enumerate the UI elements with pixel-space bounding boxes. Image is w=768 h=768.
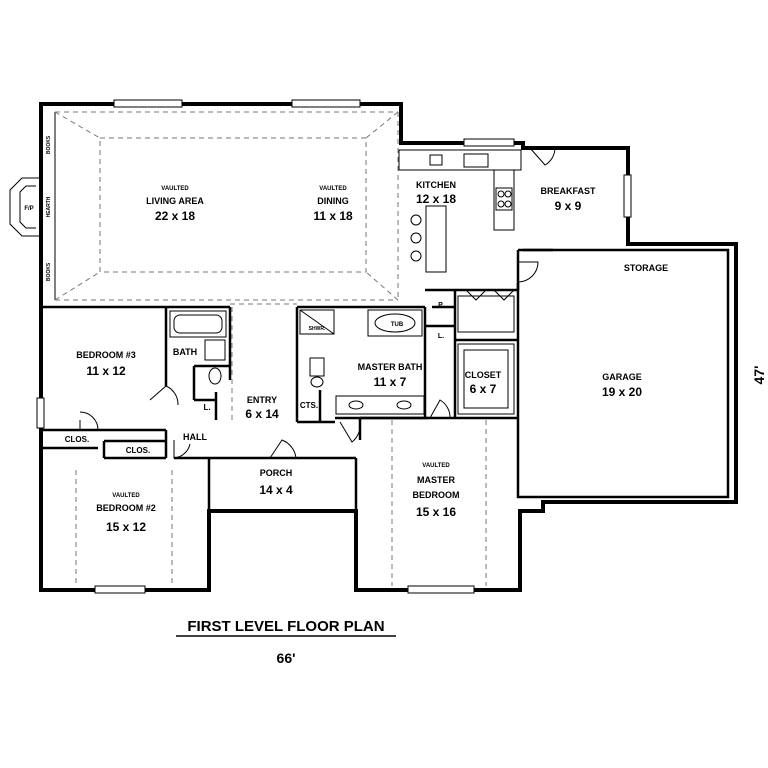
master-bedroom-name1: MASTER: [417, 475, 456, 485]
plan-annotations: FIRST LEVEL FLOOR PLAN 66' 47': [176, 366, 767, 666]
storage-name: STORAGE: [624, 263, 668, 273]
entry-name: ENTRY: [247, 395, 277, 405]
shower-label: SHWR.: [309, 326, 326, 332]
bedroom2-size: 15 x 12: [106, 520, 146, 534]
dining-size: 11 x 18: [313, 209, 353, 223]
doors: [79, 147, 556, 459]
pantry-label: P.: [438, 302, 444, 309]
closet-label-2: CLOS.: [126, 446, 150, 455]
living-size: 22 x 18: [155, 209, 195, 223]
bedroom2-name: BEDROOM #2: [96, 503, 156, 513]
exterior-walls: [39, 102, 738, 592]
kitchen-name: KITCHEN: [416, 180, 456, 190]
closet-name: CLOSET: [465, 370, 502, 380]
closet-size: 6 x 7: [470, 382, 497, 396]
master-bath-size: 11 x 7: [374, 375, 407, 389]
breakfast-size: 9 x 9: [555, 199, 582, 213]
bedroom3-name: BEDROOM #3: [76, 350, 136, 360]
bath-name: BATH: [173, 347, 197, 357]
porch-name: PORCH: [260, 468, 293, 478]
plan-title: FIRST LEVEL FLOOR PLAN: [187, 618, 384, 635]
breakfast-name: BREAKFAST: [540, 186, 596, 196]
hearth-label: HEARTH: [46, 196, 52, 217]
porch-size: 14 x 4: [259, 483, 293, 497]
living-note: VAULTED: [161, 186, 189, 192]
bedroom2-note: VAULTED: [112, 493, 140, 499]
windows: [36, 99, 632, 594]
fireplace-label: F/P: [24, 206, 33, 212]
bedroom3-size: 11 x 12: [86, 364, 126, 378]
master-bath-name: MASTER BATH: [358, 362, 423, 372]
master-bedroom-size: 15 x 16: [416, 505, 456, 519]
bath-fixtures: [169, 309, 515, 415]
fireplace: [9, 112, 56, 300]
dining-note: VAULTED: [319, 186, 347, 192]
master-bedroom-name2: BEDROOM: [413, 490, 460, 500]
kitchen-size: 12 x 18: [416, 192, 456, 206]
kitchen-fixtures: [398, 149, 522, 333]
books-top-label: BOOKS: [46, 135, 52, 154]
master-bedroom-note: VAULTED: [422, 463, 450, 469]
cts-label: CTS.: [300, 401, 318, 410]
linen-bath-label: L.: [203, 403, 210, 412]
width-dimension: 66': [277, 650, 296, 666]
living-name: LIVING AREA: [146, 196, 204, 206]
closet-label-1: CLOS.: [65, 435, 89, 444]
linen-master-label: L.: [438, 333, 444, 340]
depth-dimension: 47': [751, 366, 767, 385]
hall-name: HALL: [183, 432, 207, 442]
entry-size: 6 x 14: [245, 407, 279, 421]
tub-label: TUB: [391, 322, 404, 328]
room-labels: VAULTED LIVING AREA 22 x 18 VAULTED DINI…: [76, 180, 668, 534]
books-bottom-label: BOOKS: [46, 262, 52, 281]
dining-name: DINING: [317, 196, 349, 206]
small-labels: CLOS. CLOS. L. L. P. CTS. TUB SHWR. F/P …: [24, 135, 444, 455]
garage-name: GARAGE: [602, 372, 642, 382]
interior-walls: [41, 248, 553, 511]
vaulted-ceiling-lines: [54, 111, 487, 586]
garage-size: 19 x 20: [602, 385, 642, 399]
